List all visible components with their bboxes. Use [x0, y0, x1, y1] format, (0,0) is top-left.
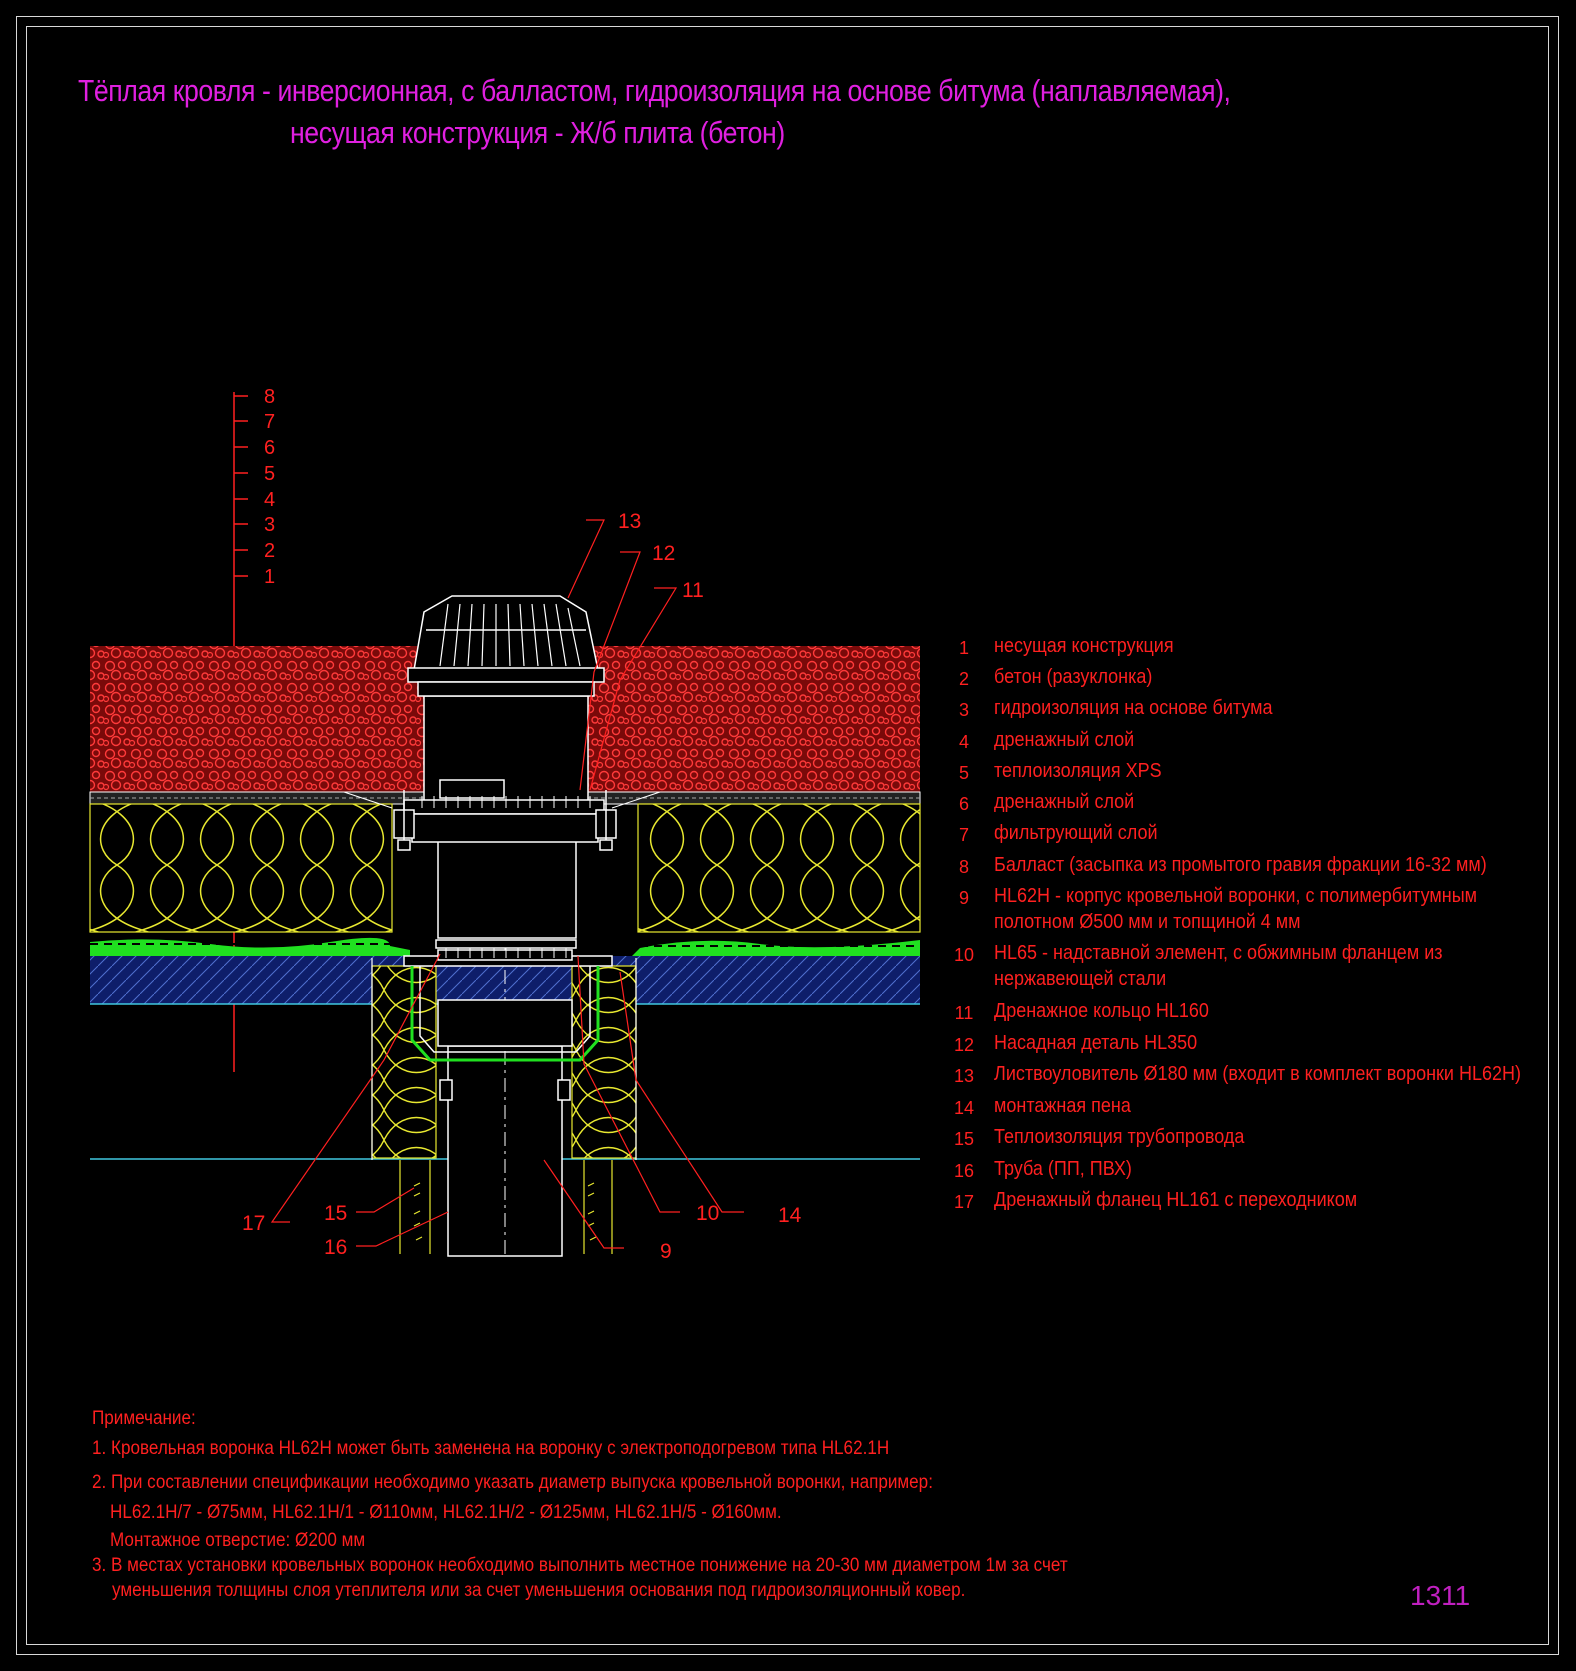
callout-15: 15	[324, 1202, 347, 1225]
legend-text: несущая конструкция	[994, 635, 1174, 657]
callout-9: 9	[660, 1240, 672, 1263]
legend-number: 9	[958, 888, 969, 908]
bitumen-waterproofing-layer	[90, 937, 920, 958]
legend-text: Труба (ПП, ПВХ)	[994, 1158, 1132, 1180]
legend-text-cont: полотном Ø500 мм и топщиной 4 мм	[994, 911, 1301, 933]
legend-number: 7	[958, 825, 969, 845]
callout-leader-lines	[270, 519, 744, 1249]
legend-text: Дренажное кольцо HL160	[994, 1000, 1209, 1022]
note-2-line-3: Монтажное отверстие: Ø200 мм	[110, 1530, 366, 1551]
legend-text: Теплоизоляция трубопровода	[994, 1126, 1245, 1148]
layer-scale-label: 3	[264, 514, 275, 536]
legend-text: бетон (разуклонка)	[994, 666, 1153, 688]
legend-text: дренажный слой	[994, 791, 1135, 813]
legend-number: 11	[954, 1003, 974, 1023]
legend-number: 17	[953, 1192, 975, 1212]
legend-text: Дренажный фланец HL161 с переходником	[994, 1189, 1358, 1211]
legend-number: 10	[953, 945, 975, 965]
pipe-insulation-below	[399, 1160, 613, 1254]
drawing-frame-inner	[26, 26, 1549, 1645]
callout-11: 11	[682, 579, 704, 602]
legend-text: Балласт (засыпка из промытого гравия фра…	[994, 854, 1487, 876]
legend-number: 16	[953, 1161, 975, 1181]
legend-number: 15	[953, 1129, 975, 1149]
layer-scale-label: 5	[264, 463, 275, 485]
legend-number: 2	[958, 669, 969, 689]
drain-pipe	[439, 700, 571, 1257]
legend-number: 3	[958, 700, 969, 720]
callout-10: 10	[696, 1202, 719, 1225]
note-1: 1. Кровельная воронка HL62H может быть з…	[92, 1438, 890, 1459]
legend-text-cont: нержавеющей стали	[994, 968, 1167, 990]
legend-text: монтажная пена	[994, 1095, 1131, 1117]
xps-insulation-layer	[89, 803, 921, 933]
layer-scale-label: 6	[264, 437, 275, 459]
legend-text: теплоизоляция XPS	[994, 760, 1162, 782]
note-3-line-2: уменьшения толщины слоя утеплителя или з…	[112, 1580, 966, 1601]
layer-scale-label: 4	[264, 489, 275, 511]
page-title-line-1: Тёплая кровля - инверсионная, с балласто…	[78, 73, 1231, 108]
layer-scale-label: 2	[264, 540, 275, 562]
callout-16: 16	[324, 1236, 347, 1259]
legend-text: гидроизоляция на основе битума	[994, 697, 1273, 719]
legend-number: 6	[958, 794, 969, 814]
callout-17: 17	[242, 1212, 265, 1235]
page-title-line-2: несущая конструкция - Ж/б плита (бетон)	[290, 115, 785, 150]
drain-extension	[343, 695, 661, 939]
layer-scale-label: 7	[264, 411, 275, 433]
drawing-frame-outer	[16, 16, 1559, 1655]
drain-body	[403, 939, 613, 1062]
legend-number: 12	[953, 1035, 975, 1055]
legend-text: Листвоуловитель Ø180 мм (входит в компле…	[994, 1063, 1522, 1085]
notes-heading: Примечание:	[92, 1408, 196, 1429]
layer-scale-label: 8	[264, 386, 275, 408]
legend-number: 5	[958, 763, 969, 783]
legend-text: фильтрующий слой	[994, 822, 1158, 844]
legend-text: HL65 - надставной элемент, с обжимным фл…	[994, 942, 1443, 964]
legend-text: HL62H - корпус кровельной воронки, с пол…	[994, 885, 1478, 907]
note-3: 3. В местах установки кровельных воронок…	[92, 1555, 1068, 1576]
note-2-line-2: HL62.1H/7 - Ø75мм, HL62.1H/1 - Ø110мм, H…	[110, 1502, 782, 1523]
layer-scale-label: 1	[264, 566, 275, 588]
callout-13: 13	[618, 510, 641, 533]
legend-number: 1	[958, 638, 969, 658]
callout-12: 12	[652, 542, 675, 565]
legend-number: 14	[953, 1098, 975, 1118]
callout-14: 14	[778, 1204, 802, 1227]
leaf-catcher	[407, 595, 605, 697]
legend-number: 8	[958, 857, 969, 877]
legend-number: 4	[958, 732, 969, 752]
legend-number: 13	[953, 1066, 975, 1086]
sheet-number: 1311	[1410, 1580, 1471, 1611]
legend-text: Насадная деталь HL350	[994, 1032, 1198, 1054]
legend-text: дренажный слой	[994, 729, 1135, 751]
note-2: 2. При составлении спецификации необходи…	[92, 1472, 933, 1493]
